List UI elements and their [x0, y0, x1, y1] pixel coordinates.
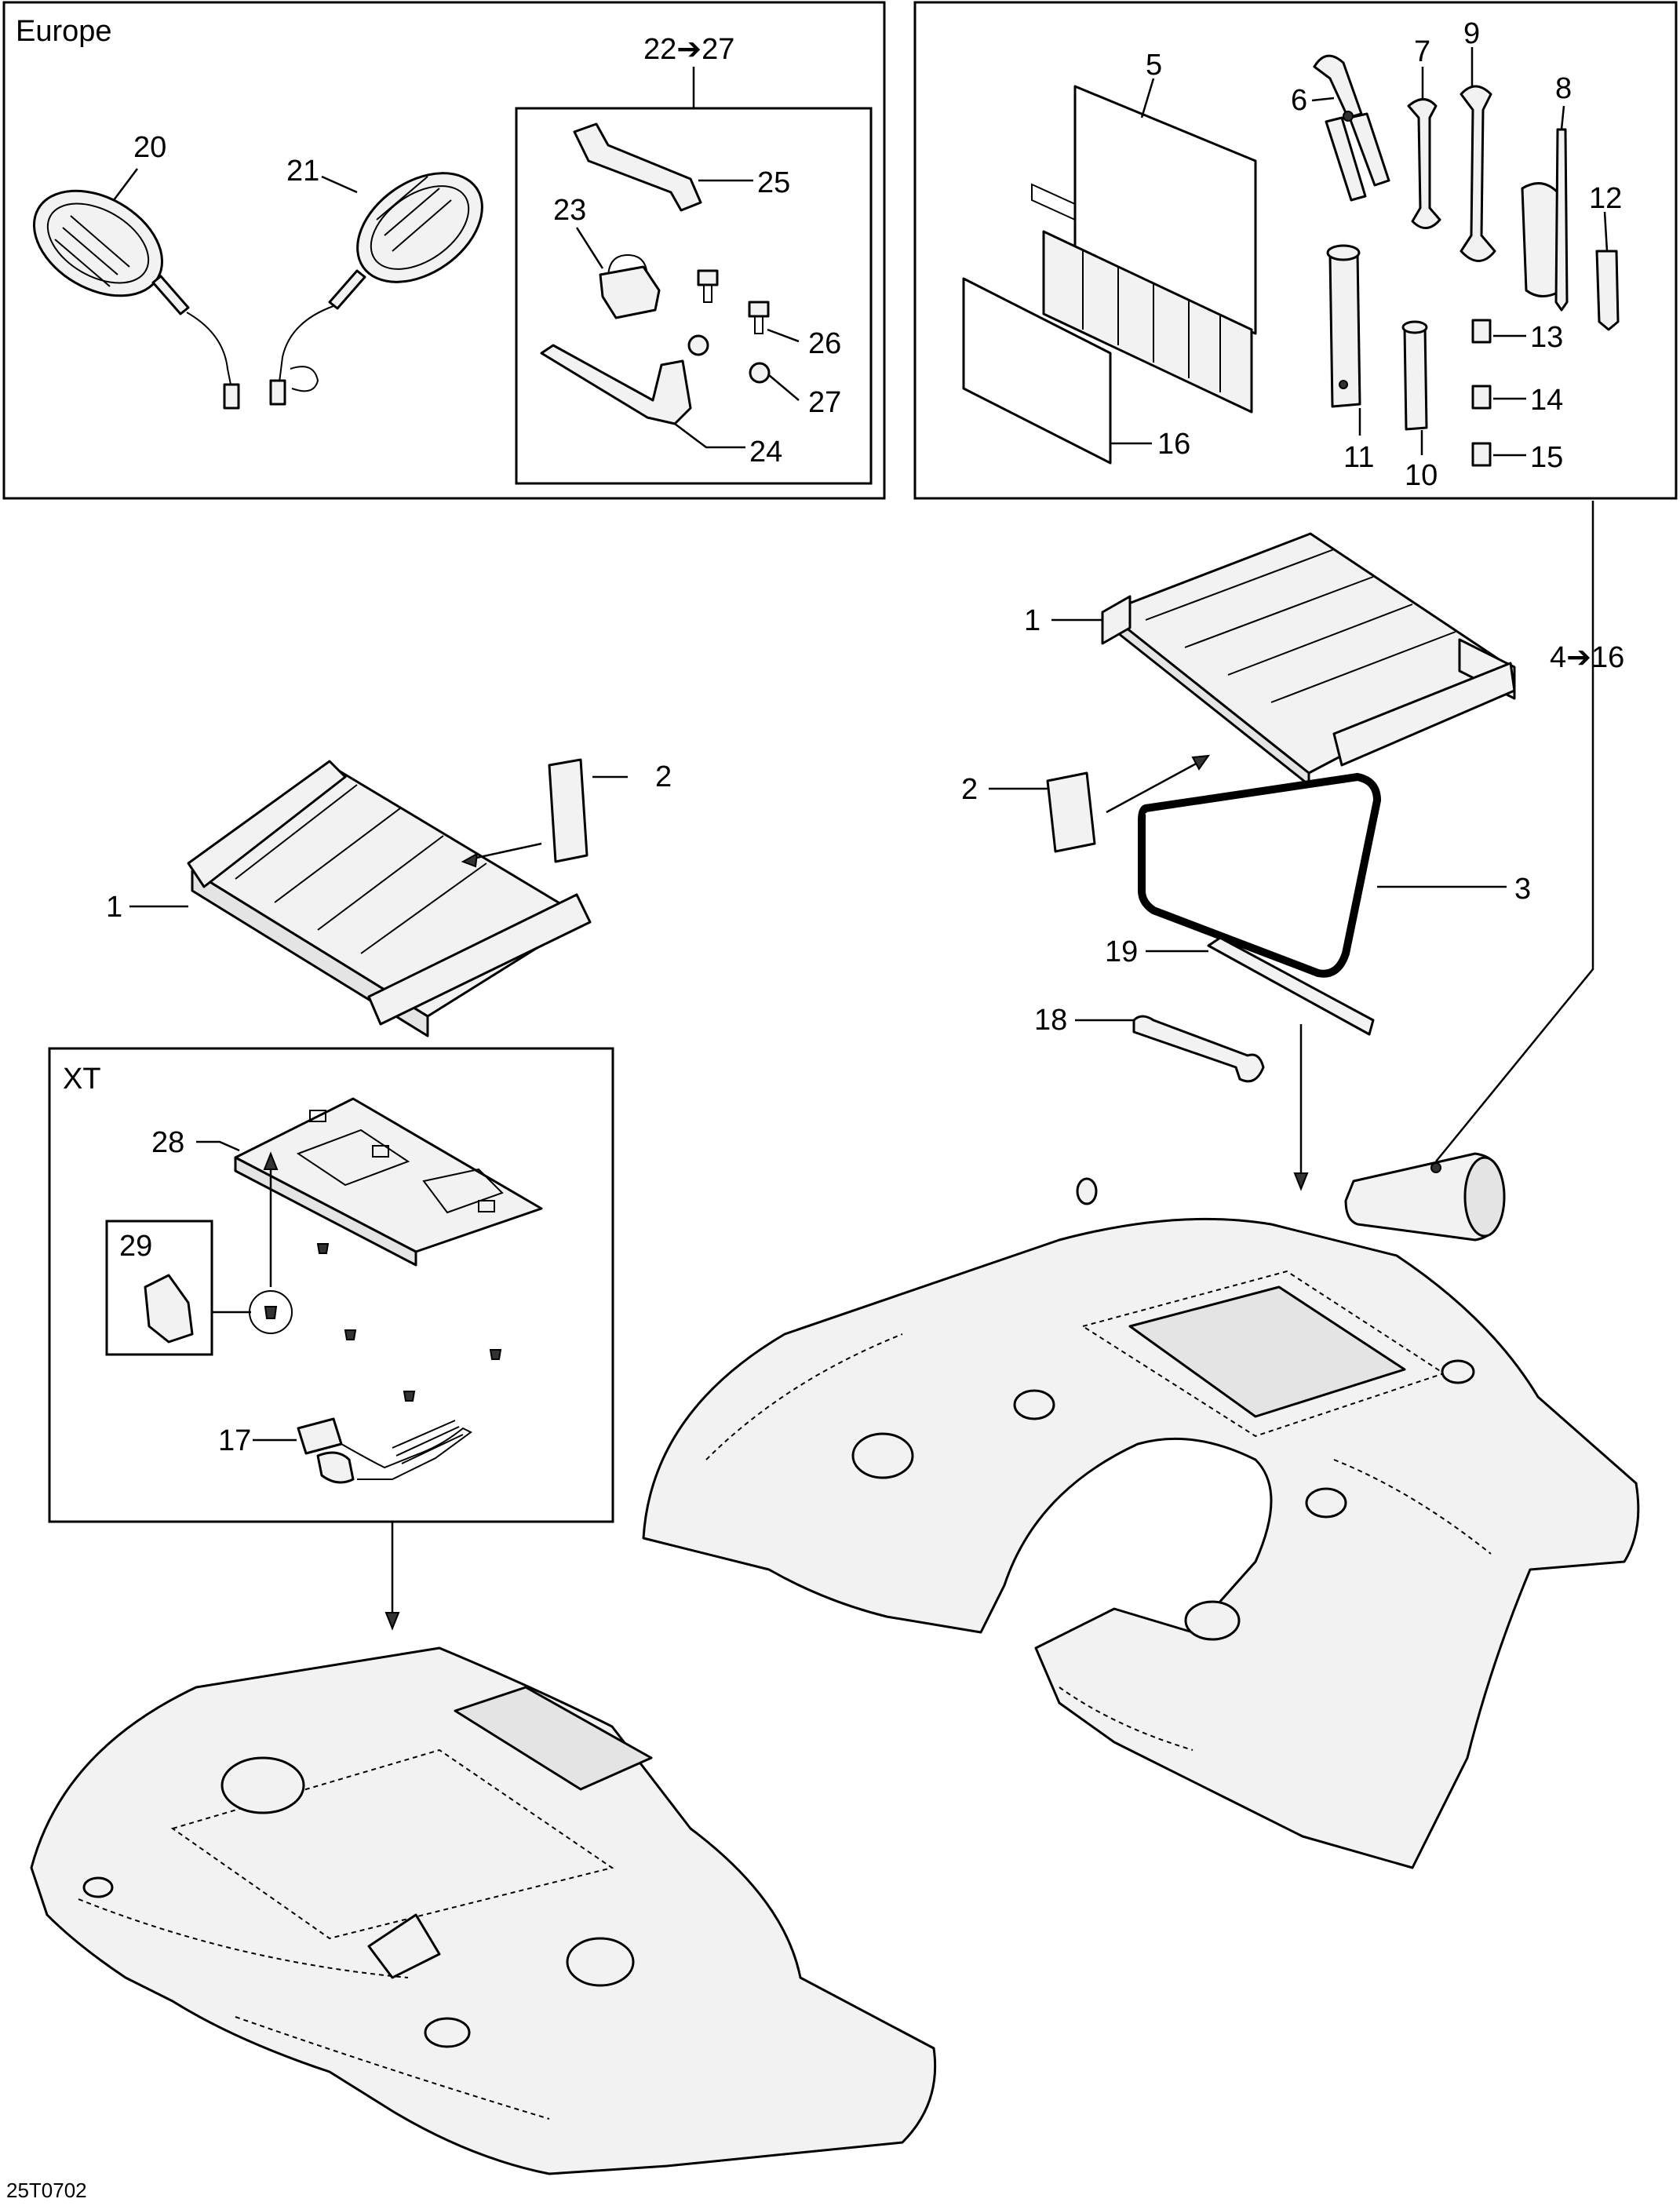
- storage-bag: [1344, 1152, 1506, 1242]
- wrench-7: [1407, 98, 1441, 229]
- callout-6: 6: [1291, 84, 1307, 117]
- tool-kit-box: 5 6 7 9 8 12 13 14 15 16 11 10: [913, 1, 1678, 500]
- leader-12: [1603, 211, 1609, 252]
- callout-13: 13: [1530, 321, 1563, 354]
- nuts-27: [687, 334, 771, 384]
- tool-kit-frame: [913, 1, 1678, 500]
- callout-27: 27: [808, 386, 841, 419]
- callout-10: 10: [1405, 459, 1438, 492]
- wrench-9: [1460, 85, 1496, 262]
- clip-29: [144, 1274, 194, 1344]
- callout-23: 23: [553, 194, 586, 227]
- clip-detail-circle: [249, 1290, 293, 1334]
- callout-15: 15: [1530, 441, 1563, 474]
- latch-right-2: [1046, 771, 1096, 853]
- bar-19: [1207, 936, 1375, 1036]
- bolts-26: [697, 269, 770, 334]
- leader-6: [1311, 97, 1335, 102]
- callout-2b: 2: [961, 773, 978, 806]
- diagram-code: 25T0702: [6, 2179, 87, 2202]
- europe-box: Europe 22➔27: [2, 1, 886, 500]
- bit-12: [1595, 250, 1620, 331]
- tool-pouch-5: [1031, 85, 1257, 414]
- pliers-6: [1313, 54, 1390, 202]
- europe-frame: [2, 1, 886, 500]
- callout-21: 21: [286, 155, 319, 188]
- harness-17: [297, 1417, 472, 1484]
- rear-rack-group: 1 2 3 19 18: [961, 532, 1531, 1242]
- rear-fender: [642, 1177, 1640, 1869]
- screwdriver-8: [1521, 128, 1569, 312]
- range-22-27: 22➔27: [643, 33, 734, 66]
- arrowhead-to-fender: [1293, 1172, 1309, 1191]
- leader-4-16: [1435, 501, 1594, 1162]
- callout-12: 12: [1589, 182, 1622, 215]
- clips: [316, 1243, 502, 1402]
- padlock-23: [599, 253, 661, 319]
- callout-9: 9: [1463, 17, 1480, 50]
- callout-1b: 1: [1024, 604, 1040, 637]
- leader-27: [768, 374, 800, 401]
- xt-title: XT: [63, 1063, 101, 1096]
- arrow-latch-to-rack: [1106, 760, 1201, 814]
- range-4-16: 4➔16: [1550, 641, 1624, 674]
- socket-wrench-10: [1401, 320, 1428, 431]
- callout-1a: 1: [106, 891, 122, 924]
- latch-left-2: [548, 758, 589, 863]
- front-rack-group: 2 1: [106, 758, 672, 1037]
- fuse-13: [1471, 319, 1492, 344]
- rack-left-1: [191, 764, 586, 1018]
- callout-8: 8: [1555, 72, 1572, 105]
- mirror-right: [269, 172, 483, 406]
- callout-18: 18: [1034, 1004, 1067, 1037]
- callout-2a: 2: [655, 760, 672, 793]
- callout-29: 29: [119, 1230, 152, 1263]
- arrow-latch-left: [468, 842, 542, 861]
- leader-24: [674, 423, 745, 449]
- callout-28: 28: [151, 1126, 184, 1159]
- leader-8: [1560, 105, 1565, 130]
- callout-19: 19: [1105, 935, 1138, 968]
- callout-5: 5: [1146, 49, 1162, 82]
- mirror-left: [32, 189, 240, 410]
- spanner-18: [1132, 1015, 1265, 1083]
- hardware-kit-frame: [515, 107, 873, 485]
- leader-21: [321, 175, 358, 194]
- manual-16: [962, 277, 1112, 465]
- callout-24: 24: [749, 436, 782, 469]
- leader-5: [1140, 78, 1155, 119]
- europe-title: Europe: [16, 15, 112, 48]
- fuse-15: [1471, 442, 1492, 467]
- leader-20: [113, 168, 138, 201]
- callout-17: 17: [218, 1424, 251, 1457]
- callout-25: 25: [757, 166, 790, 199]
- rack-right-1: [1101, 532, 1516, 786]
- callout-20: 20: [133, 131, 166, 164]
- xt-frame: [48, 1047, 614, 1523]
- bracket-24: [540, 344, 692, 425]
- plate-28: [234, 1097, 543, 1267]
- callout-26: 26: [808, 327, 841, 360]
- callout-16: 16: [1157, 428, 1190, 461]
- callout-11: 11: [1343, 441, 1374, 474]
- leader-23: [575, 227, 604, 269]
- xt-box: XT: [48, 1047, 614, 1523]
- fuse-14: [1471, 385, 1492, 410]
- callout-14: 14: [1530, 384, 1563, 417]
- arrowhead-latch-to-rack: [1191, 754, 1211, 771]
- clip-29-frame: [105, 1220, 213, 1356]
- leader-28: [196, 1140, 240, 1152]
- front-fender: [30, 1646, 937, 2175]
- gasket-3: [1138, 772, 1382, 978]
- bracket-25: [573, 122, 702, 212]
- callout-7: 7: [1414, 35, 1430, 68]
- socket-wrench-11: [1326, 244, 1361, 408]
- leader-26: [767, 328, 800, 343]
- callout-3: 3: [1514, 873, 1531, 906]
